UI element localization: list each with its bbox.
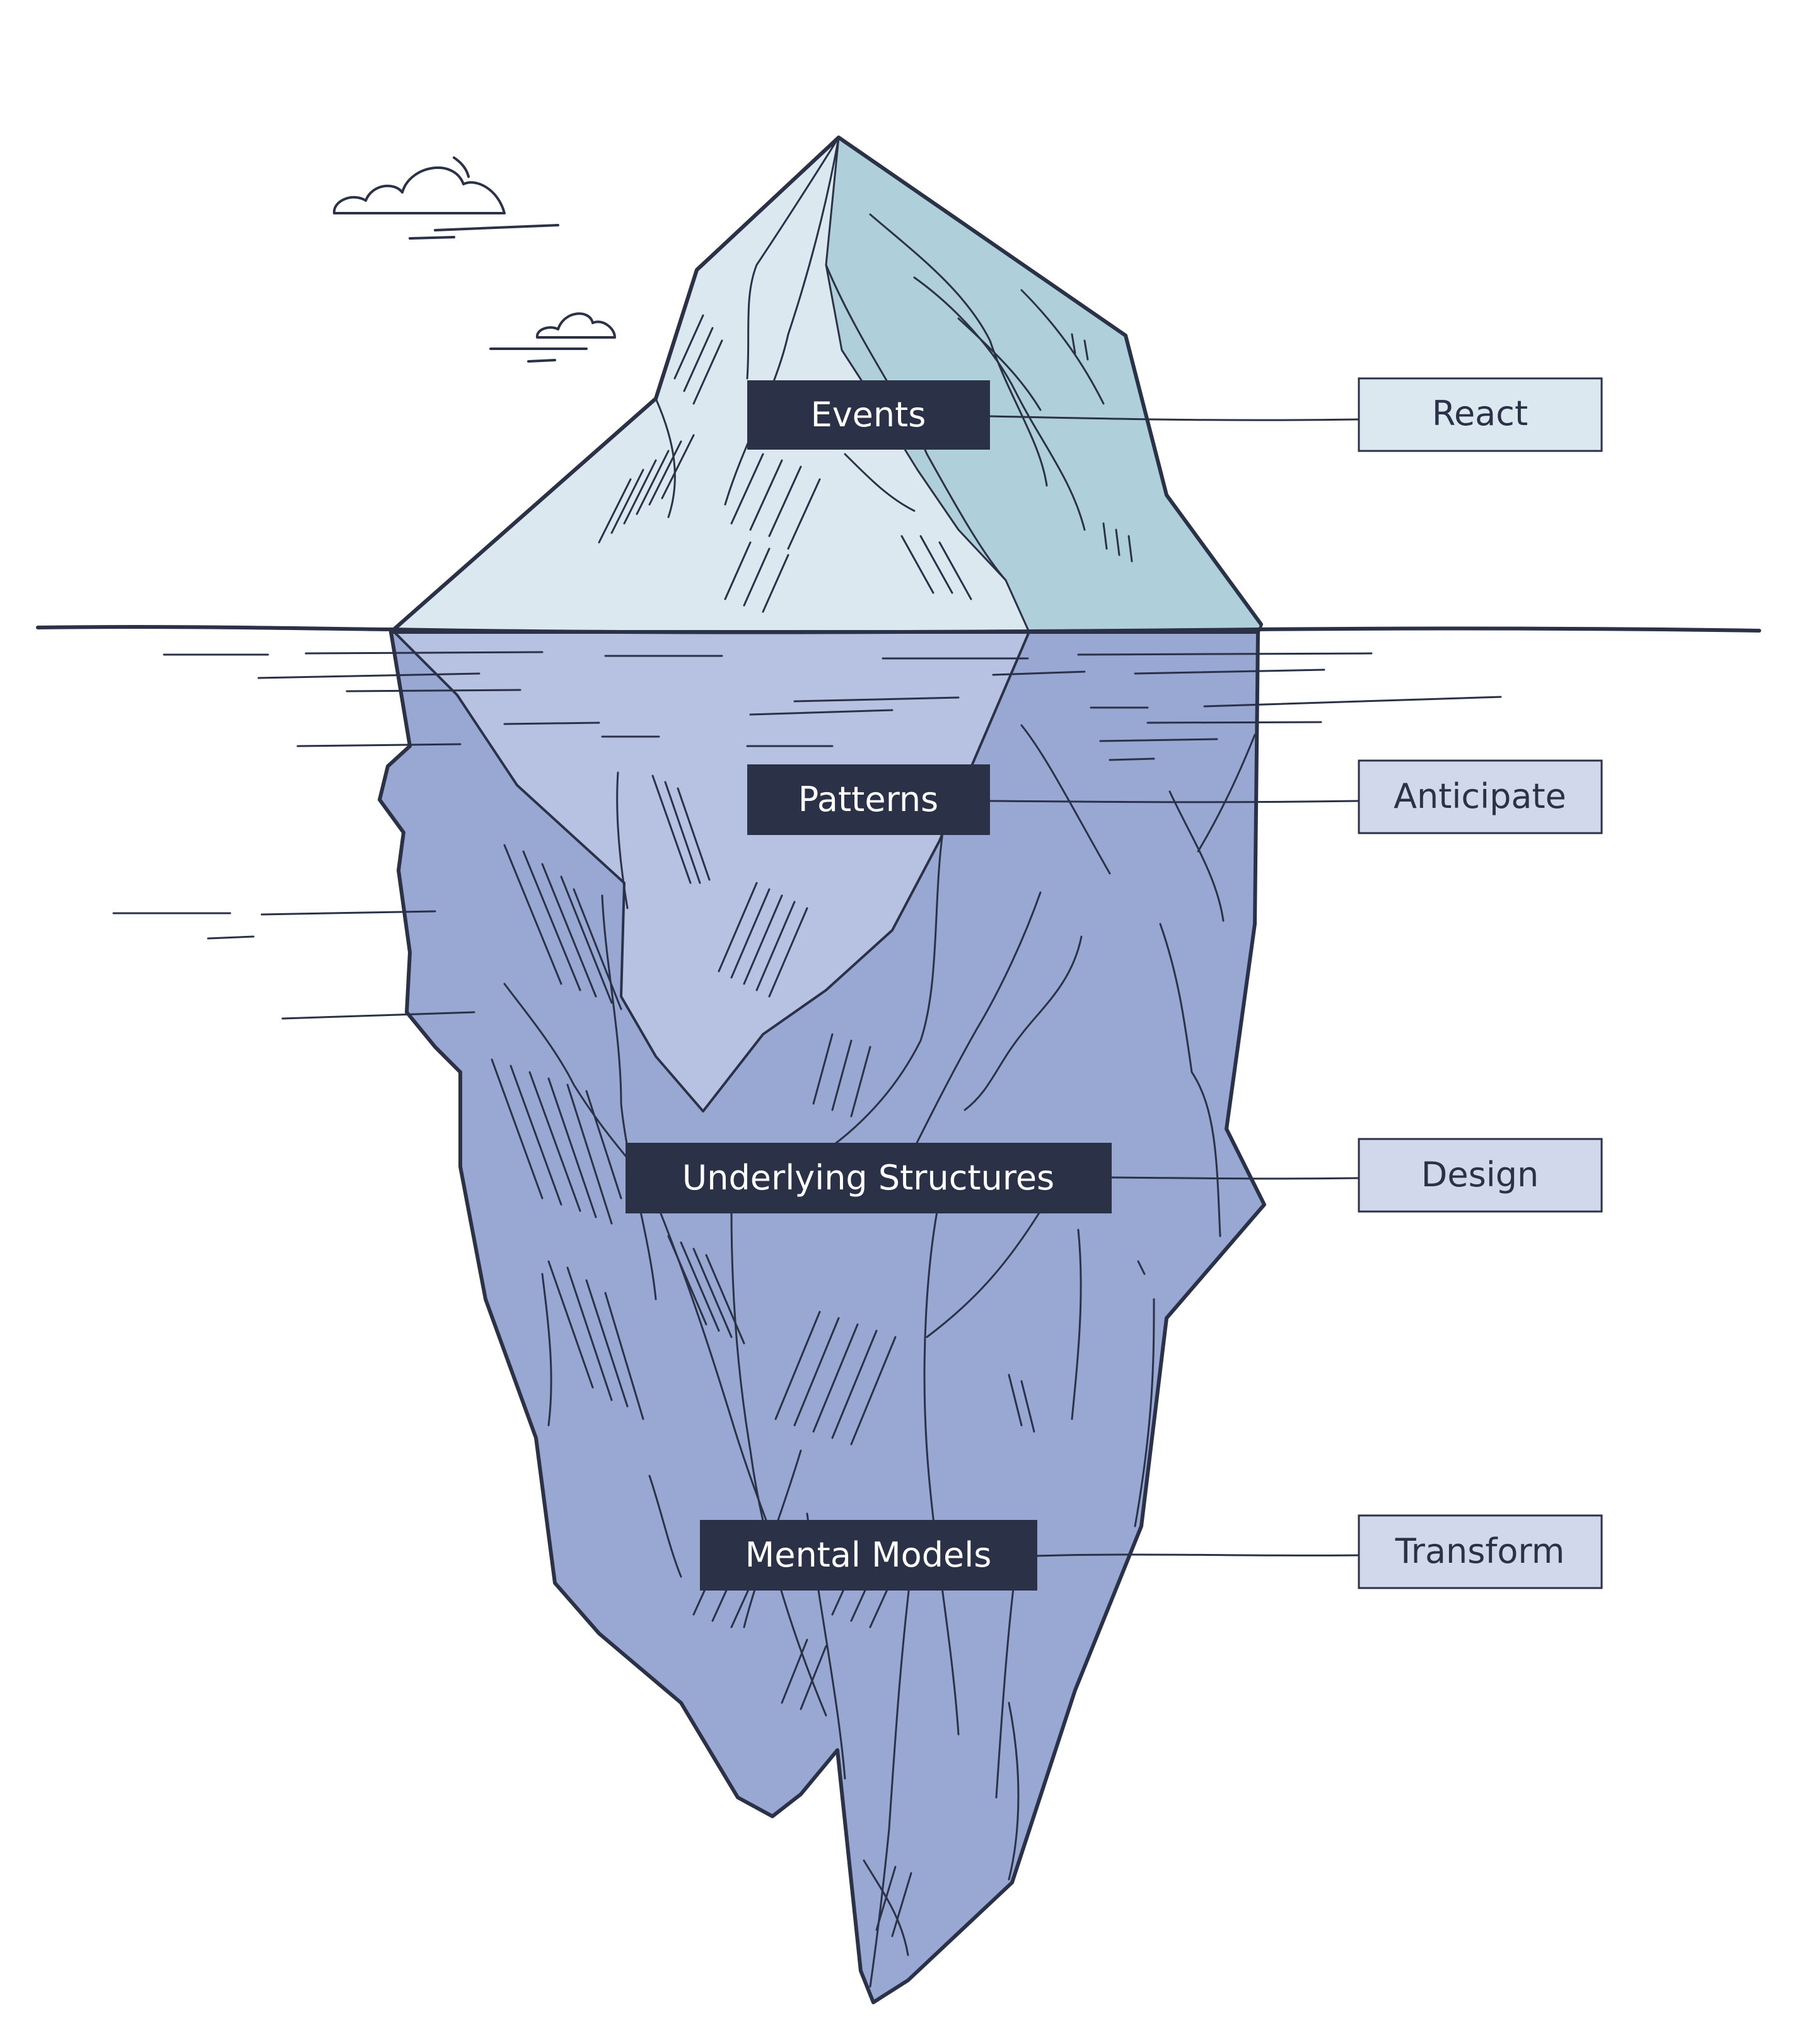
cloud-icon bbox=[489, 312, 616, 363]
level-label: Patterns bbox=[798, 780, 938, 819]
level-underlying-structures: Underlying Structures bbox=[626, 1143, 1112, 1213]
level-label: Underlying Structures bbox=[682, 1158, 1054, 1198]
level-mental-models: Mental Models bbox=[700, 1520, 1037, 1591]
ice-hatching bbox=[491, 314, 1146, 1937]
level-box bbox=[700, 1520, 1037, 1591]
connector-events-react bbox=[989, 415, 1360, 421]
connector-patterns-anticipate bbox=[989, 800, 1360, 803]
level-box bbox=[747, 380, 990, 450]
response-design: Design bbox=[1358, 1138, 1603, 1213]
response-label: Transform bbox=[1395, 1531, 1565, 1571]
response-box bbox=[1358, 1514, 1603, 1589]
connector-mental-transform bbox=[1036, 1553, 1360, 1557]
iceberg-reflection bbox=[393, 631, 1030, 1113]
level-label: Events bbox=[811, 395, 926, 435]
response-label: Design bbox=[1421, 1155, 1539, 1194]
level-label: Mental Models bbox=[745, 1535, 992, 1575]
ice-crevasses bbox=[503, 136, 1256, 1988]
connector-lines bbox=[989, 415, 1360, 1557]
response-label: Anticipate bbox=[1394, 776, 1566, 816]
water-ripples bbox=[112, 651, 1502, 1020]
water-line bbox=[36, 625, 1761, 634]
connector-structures-design bbox=[1110, 1176, 1360, 1180]
response-box bbox=[1358, 1138, 1603, 1213]
response-react: React bbox=[1358, 377, 1603, 452]
response-label: React bbox=[1432, 394, 1528, 433]
level-events: Events bbox=[747, 380, 990, 450]
level-patterns: Patterns bbox=[747, 764, 990, 835]
level-box bbox=[747, 764, 990, 835]
cloud-icon bbox=[333, 156, 559, 240]
response-transform: Transform bbox=[1358, 1514, 1603, 1589]
response-box bbox=[1358, 377, 1603, 452]
response-anticipate: Anticipate bbox=[1358, 759, 1603, 834]
response-box bbox=[1358, 759, 1603, 834]
level-box bbox=[626, 1143, 1112, 1213]
